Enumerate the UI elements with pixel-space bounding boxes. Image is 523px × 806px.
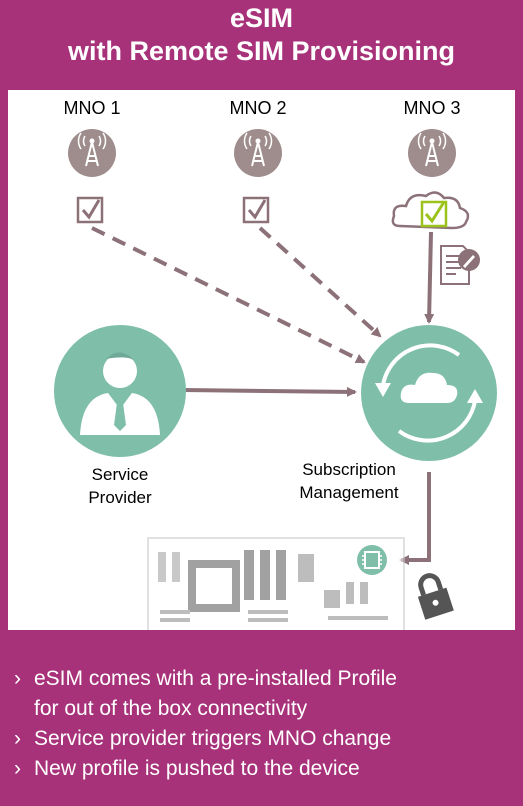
- service-provider-line-2: Provider: [88, 488, 152, 507]
- circuit-board-icon: [147, 537, 405, 630]
- bullet-item: › Service provider triggers MNO change: [14, 724, 514, 754]
- subscription-management-line-2: Management: [299, 483, 399, 502]
- subscription-management-line-1: Subscription: [302, 460, 396, 479]
- document-edit-icon: [440, 245, 480, 285]
- mno1-arrow: [91, 226, 366, 364]
- diagram-panel: MNO 1 MNO 2 MNO 3 Service Provider Subsc…: [8, 90, 515, 630]
- bullet-text: Service provider triggers MNO change: [34, 727, 392, 750]
- bullet-text: New profile is pushed to the device: [34, 757, 360, 780]
- bullet-continuation: for out of the box connectivity: [34, 697, 308, 720]
- bullet-marker: ›: [14, 757, 21, 780]
- bullet-item: › New profile is pushed to the device: [14, 754, 514, 784]
- chip-icon: [357, 545, 387, 575]
- title-line-2: with Remote SIM Provisioning: [67, 36, 456, 66]
- service-provider-line-1: Service: [91, 465, 149, 484]
- bullet-list: › eSIM comes with a pre-installed Profile…: [14, 664, 514, 784]
- subscription-management-label: Subscription Management: [284, 458, 414, 504]
- bullet-text: eSIM comes with a pre-installed Profile: [34, 667, 397, 690]
- mno-3-label: MNO 3: [403, 98, 461, 118]
- checkbox-icon: [76, 196, 104, 224]
- antenna-tower-icon: [408, 129, 456, 177]
- checkbox-icon: [242, 196, 270, 224]
- device-arrow: [399, 472, 431, 565]
- antenna-tower-icon: [234, 129, 282, 177]
- cloud-icon: [391, 191, 470, 230]
- bullet-marker: ›: [14, 727, 21, 750]
- padlock-icon: [417, 573, 454, 620]
- mno2-arrow: [258, 226, 382, 338]
- title-line-1: eSIM: [229, 3, 294, 33]
- mno-2-label: MNO 2: [229, 98, 287, 118]
- service-provider-label: Service Provider: [60, 463, 180, 509]
- diagram-canvas: [54, 129, 497, 630]
- antenna-tower-icon: [68, 129, 116, 177]
- mno3-arrow: [424, 231, 435, 324]
- provider-arrow: [183, 386, 357, 397]
- mno-1-label: MNO 1: [63, 98, 121, 118]
- bullet-item: › eSIM comes with a pre-installed Profile: [14, 664, 514, 694]
- cloud-sync-icon: [361, 325, 497, 461]
- bullet-marker: ›: [14, 667, 21, 690]
- person-icon: [54, 325, 186, 457]
- title: eSIM with Remote SIM Provisioning: [8, 2, 515, 90]
